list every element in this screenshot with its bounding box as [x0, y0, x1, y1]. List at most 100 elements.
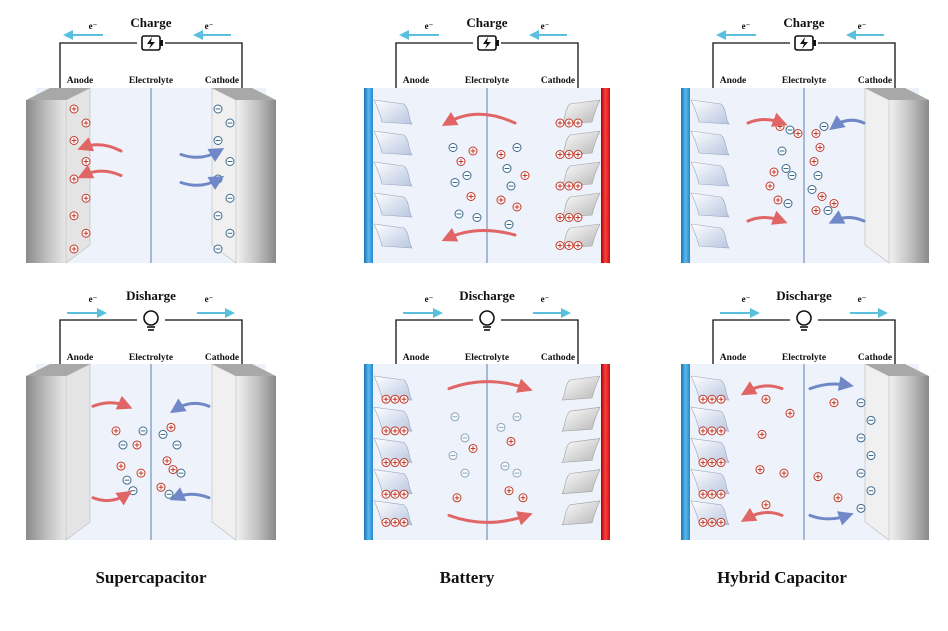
anion-icon: [138, 426, 148, 436]
cation-icon: [136, 468, 146, 478]
ion-flow-arrow: [91, 490, 133, 506]
anion-icon: [213, 104, 223, 114]
ion-flow-arrow: [77, 137, 123, 153]
anion-icon: [506, 181, 516, 191]
cation-icon: [381, 426, 391, 436]
cathode-label: Cathode: [205, 76, 239, 86]
anode-label: Anode: [67, 353, 93, 363]
external-wire: [395, 319, 473, 364]
cation-icon: [69, 211, 79, 221]
cation-icon: [716, 489, 726, 499]
cation-icon: [116, 461, 126, 471]
cation-icon: [573, 181, 583, 191]
cation-icon: [707, 489, 717, 499]
electrode-flake: [373, 469, 413, 494]
cation-icon: [829, 199, 839, 208]
electrode-flake: [561, 500, 601, 526]
electrode-flake: [690, 438, 730, 463]
cation-icon: [468, 146, 478, 156]
anion-icon: [783, 199, 793, 208]
anion-icon: [807, 185, 817, 194]
cation-icon: [496, 150, 506, 159]
anion-icon: [225, 157, 235, 166]
anion-icon: [866, 486, 876, 496]
cation-icon: [381, 394, 391, 404]
cathode-label: Cathode: [858, 353, 892, 363]
anion-icon: [213, 211, 223, 221]
anode-label: Anode: [403, 353, 429, 363]
cation-icon: [390, 517, 400, 527]
battery-bolt-icon: [141, 35, 163, 51]
cation-icon: [512, 202, 522, 212]
cation-icon: [381, 489, 391, 499]
cation-icon: [817, 192, 827, 201]
anion-icon: [225, 193, 235, 203]
cation-icon: [506, 436, 516, 446]
anode-electrode: [26, 376, 66, 540]
electrolyte-label: Electrolyte: [129, 353, 173, 363]
cation-icon: [707, 426, 717, 436]
ion-flow-arrow: [179, 175, 225, 191]
anion-icon: [777, 146, 787, 156]
anion-icon: [172, 440, 182, 450]
electrode-flake: [373, 375, 413, 401]
electrode-flake: [690, 223, 730, 249]
cation-icon: [698, 458, 708, 468]
anion-icon: [785, 125, 795, 135]
cation-icon: [390, 426, 400, 436]
anode-electrode: [26, 100, 66, 263]
electrode-flake: [690, 406, 730, 432]
ion-flow-arrow: [746, 210, 788, 225]
anion-icon: [448, 451, 458, 461]
caption-supercapacitor: Supercapacitor: [95, 568, 207, 587]
cation-icon: [456, 157, 466, 166]
cathode-electrode: [889, 376, 929, 540]
anode-label: Anode: [403, 76, 429, 86]
electrode-flake: [561, 438, 601, 463]
anion-icon: [118, 440, 128, 450]
anion-icon: [448, 143, 458, 152]
cation-icon: [390, 394, 400, 404]
electron-label: e⁻: [89, 21, 98, 31]
cation-icon: [399, 517, 409, 527]
cation-icon: [716, 517, 726, 527]
caption-battery: Battery: [439, 568, 495, 587]
electrode-flake: [373, 223, 413, 249]
panel-title: Discharge: [776, 288, 832, 303]
anion-icon: [472, 213, 482, 222]
electron-label: e⁻: [541, 294, 550, 304]
cation-icon: [518, 493, 528, 503]
cation-icon: [698, 426, 708, 436]
anion-icon: [122, 475, 132, 485]
cation-icon: [555, 181, 565, 191]
electron-label: e⁻: [742, 294, 751, 304]
cation-icon: [399, 458, 409, 468]
anion-icon: [866, 451, 876, 461]
anion-icon: [213, 244, 223, 254]
anion-icon: [462, 171, 472, 180]
cation-icon: [162, 456, 172, 466]
anion-icon: [787, 171, 797, 180]
electrode-flake: [690, 469, 730, 494]
cation-icon: [381, 458, 391, 468]
electron-label: e⁻: [425, 294, 434, 304]
ion-flow-arrow: [77, 164, 123, 179]
cation-icon: [809, 157, 819, 166]
electron-label: e⁻: [858, 294, 867, 304]
external-wire: [501, 319, 579, 364]
light-bulb-icon: [479, 310, 495, 331]
cation-icon: [757, 429, 767, 439]
panel-title: Charge: [466, 15, 507, 30]
anion-icon: [500, 461, 510, 471]
anion-icon: [856, 468, 866, 478]
battery-bolt-icon: [794, 35, 816, 51]
ion-flow-arrow: [169, 398, 211, 414]
ion-flow-arrow: [441, 227, 517, 242]
cation-icon: [773, 195, 783, 205]
external-wire: [712, 42, 790, 88]
cation-icon: [399, 489, 409, 499]
